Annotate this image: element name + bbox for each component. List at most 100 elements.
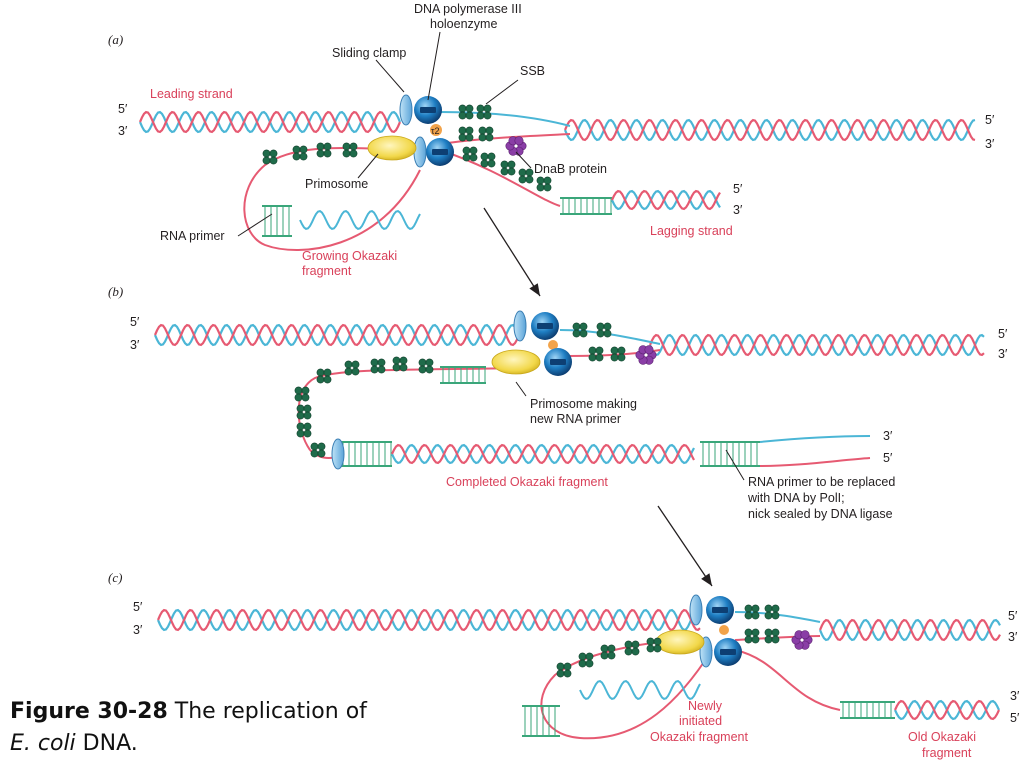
b-ssb-lag-3 bbox=[392, 356, 408, 372]
b-pol3-core-top bbox=[531, 312, 559, 340]
transition-arrows bbox=[483, 207, 713, 587]
b-ssb-lag-5 bbox=[588, 346, 604, 362]
panel-c: 5′3′5′3′3′5′ bbox=[133, 594, 1020, 740]
b-lagging-loop bbox=[297, 367, 521, 451]
a-ssb-lag-5 bbox=[478, 126, 494, 142]
b-frag-5prime: 5′ bbox=[883, 451, 893, 465]
a-ssdna-top bbox=[439, 111, 571, 127]
b-left-3prime: 3′ bbox=[130, 338, 140, 352]
b-sliding-clamp-top bbox=[513, 310, 527, 342]
c-ssb-lag-1 bbox=[764, 628, 780, 644]
rna-primer-note-line3: nick sealed by DNA ligase bbox=[748, 507, 893, 521]
primosome-making-label-line1: Primosome making bbox=[530, 397, 637, 411]
rna-primer-note-line2: with DNA by PolI; bbox=[747, 491, 845, 505]
newly-initiated-label-line2: initiated bbox=[679, 714, 722, 728]
b-leading-duplex-strand-pink bbox=[153, 323, 521, 347]
a-left-5prime: 5′ bbox=[118, 102, 128, 116]
a-ssb-top-1 bbox=[476, 104, 492, 120]
ssb-pointer bbox=[485, 79, 519, 105]
c-parental-duplex-strand-blue bbox=[818, 618, 1001, 642]
a-ssb-lag-9 bbox=[518, 168, 534, 184]
c-ssb-lag-2 bbox=[556, 662, 572, 678]
a-pol3-core-bottom bbox=[426, 138, 454, 166]
c-ssdna-top bbox=[734, 611, 821, 623]
a-lagging-duplex-strand-pink bbox=[611, 189, 721, 211]
figure-number: Figure 30-28 bbox=[10, 699, 168, 724]
b-ssb-lag-9 bbox=[296, 422, 312, 438]
leading-strand-label: Leading strand bbox=[150, 87, 233, 101]
a-rna-primer bbox=[262, 205, 292, 237]
panel-c-label: (c) bbox=[108, 570, 122, 585]
growing-okazaki-label-line1: Growing Okazaki bbox=[302, 249, 397, 263]
c-right-5prime: 5′ bbox=[1008, 609, 1018, 623]
a-left-3prime: 3′ bbox=[118, 124, 128, 138]
b-ssb-top-1 bbox=[596, 322, 612, 338]
primosome-making-label-line2: new RNA primer bbox=[530, 412, 621, 426]
c-old-3prime: 3′ bbox=[1010, 689, 1020, 703]
growing-okazaki-label-line2: fragment bbox=[302, 264, 352, 278]
c-leading-duplex-strand-blue bbox=[156, 608, 701, 632]
c-lagging-template bbox=[734, 649, 841, 711]
a-lagging-duplex-strand-blue bbox=[611, 189, 721, 211]
caption-line2: E. coli DNA. bbox=[10, 728, 367, 760]
b-ssb-lag-0 bbox=[316, 368, 332, 384]
b-right-5prime: 5′ bbox=[998, 327, 1008, 341]
a-right-3prime: 3′ bbox=[985, 137, 995, 151]
panel-b: 5′3′5′3′3′5′ bbox=[130, 310, 1008, 470]
c-old-fragment-duplex-strand-pink bbox=[894, 699, 1000, 721]
old-okazaki-label-line2: fragment bbox=[922, 746, 972, 760]
b-ssb-lag-7 bbox=[294, 386, 310, 402]
caption-text-line1: The replication of bbox=[174, 699, 367, 724]
c-tau-subunit bbox=[719, 625, 729, 635]
b-ssb-lag-6 bbox=[610, 346, 626, 362]
primosome-pointer bbox=[357, 153, 379, 179]
pol3-label-line2: holoenzyme bbox=[430, 17, 497, 31]
a-parental-duplex-strand-blue bbox=[563, 118, 976, 142]
a-ssb-lag-8 bbox=[500, 160, 516, 176]
b-primer-to-replace bbox=[700, 441, 760, 467]
panel-a-label: (a) bbox=[108, 32, 123, 47]
b-ssb-lag-8 bbox=[296, 404, 312, 420]
rna-primer-pointer bbox=[237, 213, 273, 237]
a-ssdna-fork bbox=[439, 133, 571, 145]
a-ssb-lag-7 bbox=[480, 152, 496, 168]
b-parental-duplex-strand-blue bbox=[648, 333, 985, 357]
dnab-pointer bbox=[515, 151, 532, 169]
b-ssb-lag-10 bbox=[310, 442, 326, 458]
ssb-label: SSB bbox=[520, 64, 545, 78]
caption-text-line2: DNA. bbox=[82, 731, 138, 756]
arrow-a-to-b bbox=[483, 207, 541, 297]
a-sliding-clamp-top bbox=[399, 94, 413, 126]
rna-primer-label: RNA primer bbox=[160, 229, 225, 243]
pol3-label-line1: DNA polymerase III bbox=[414, 2, 522, 16]
c-parental-duplex-strand-pink bbox=[818, 618, 1001, 642]
c-sliding-clamp-top bbox=[689, 594, 703, 626]
c-ssb-lag-5 bbox=[624, 640, 640, 656]
completed-okazaki-label: Completed Okazaki fragment bbox=[446, 475, 608, 489]
sliding-clamp-label: Sliding clamp bbox=[332, 46, 406, 60]
c-ssb-top-1 bbox=[764, 604, 780, 620]
figure-caption: Figure 30-28 The replication of E. coli … bbox=[10, 696, 367, 760]
b-dnab bbox=[635, 345, 657, 365]
c-ssb-top-0 bbox=[744, 604, 760, 620]
a-lag-3prime: 3′ bbox=[733, 203, 743, 217]
c-new-fragment-strand bbox=[579, 680, 701, 700]
c-right-3prime: 3′ bbox=[1008, 630, 1018, 644]
a-parental-duplex-strand-pink bbox=[563, 118, 976, 142]
a-ssb-lag-6 bbox=[462, 146, 478, 162]
primosome-label: Primosome bbox=[305, 177, 368, 191]
a-leading-duplex-strand-pink bbox=[138, 110, 402, 134]
a-right-5prime: 5′ bbox=[985, 113, 995, 127]
panel-a: 5′3′5′3′5′3′τ2 bbox=[118, 94, 995, 251]
a-ssb-lag-10 bbox=[536, 176, 552, 192]
primosome-making-pointer bbox=[515, 381, 527, 397]
a-ssb-lag-4 bbox=[458, 126, 474, 142]
b-tau-subunit bbox=[548, 340, 558, 350]
c-ssb-lag-3 bbox=[578, 652, 594, 668]
c-ssb-lag-4 bbox=[600, 644, 616, 660]
a-lagging-template bbox=[439, 149, 561, 207]
a-ssb-lag-3 bbox=[342, 142, 358, 158]
c-ssb-lag-0 bbox=[744, 628, 760, 644]
a-ssb-lag-2 bbox=[316, 142, 332, 158]
